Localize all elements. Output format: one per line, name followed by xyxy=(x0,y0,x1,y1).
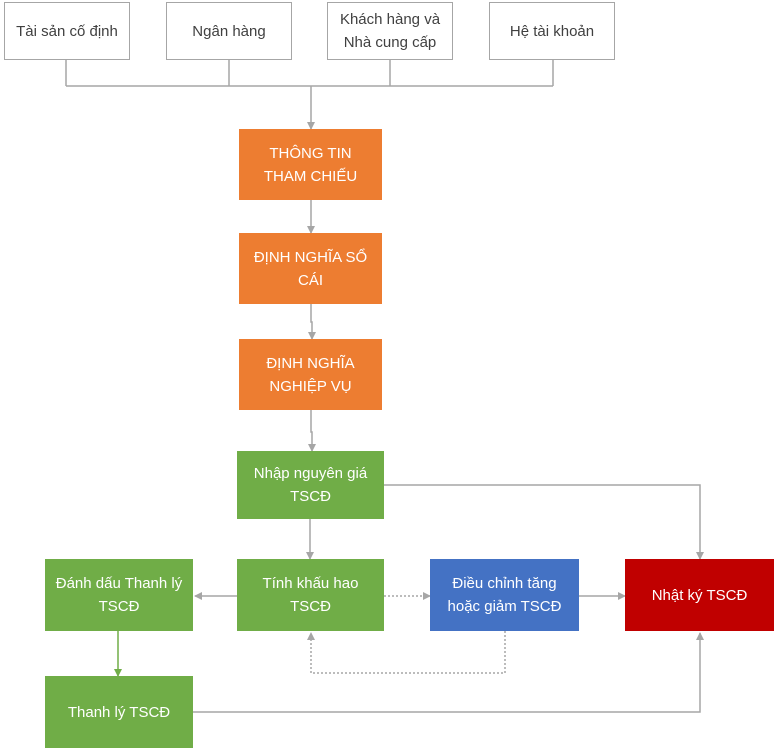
step-label-line1: Đánh dấu Thanh lý xyxy=(55,575,183,592)
step-label-line2: hoặc giảm TSCĐ xyxy=(447,598,562,615)
step-tinh-khau-hao: Tính khấu hao TSCĐ xyxy=(237,559,384,631)
step-label-line1: Nhập nguyên giá xyxy=(253,465,368,482)
step-label-line1: ĐỊNH NGHĨA xyxy=(266,354,355,372)
source-label: Ngân hàng xyxy=(192,22,266,40)
arrow-nhap-to-nhat-ky xyxy=(384,484,704,560)
dotted-arrow-dieu-chinh-to-tinh xyxy=(307,631,506,674)
step-thanh-ly: Thanh lý TSCĐ xyxy=(45,676,193,748)
arrow-thanh-ly-to-nhat-ky xyxy=(193,632,704,713)
step-label-line2: NGHIỆP VỤ xyxy=(269,377,352,395)
step-dieu-chinh: Điều chỉnh tăng hoặc giảm TSCĐ xyxy=(430,559,579,631)
arrow-to-nghiep-vu xyxy=(308,304,316,340)
source-label: Tài sản cố định xyxy=(16,22,118,40)
step-label-line1: ĐỊNH NGHĨA SỔ xyxy=(253,248,368,266)
source-label: Hệ tài khoản xyxy=(509,22,595,40)
step-label-line2: TSCĐ xyxy=(98,598,140,615)
step-label-line1: Điều chỉnh tăng xyxy=(452,575,557,592)
step-label-line1: Tính khấu hao xyxy=(262,575,359,592)
step-dinh-nghia-nghiep-vu: ĐỊNH NGHĨA NGHIỆP VỤ xyxy=(239,339,382,410)
step-thong-tin-tham-chieu: THÔNG TIN THAM CHIẾU xyxy=(239,129,382,200)
step-label-line1: THÔNG TIN xyxy=(269,144,352,162)
step-dinh-nghia-so-cai: ĐỊNH NGHĨA SỔ CÁI xyxy=(239,233,382,304)
step-nhat-ky: Nhật ký TSCĐ xyxy=(625,559,774,631)
step-label-line2: THAM CHIẾU xyxy=(263,167,358,185)
step-label-line2: TSCĐ xyxy=(290,488,331,505)
source-he-tai-khoan: Hệ tài khoản xyxy=(489,2,615,60)
step-label: Thanh lý TSCĐ xyxy=(67,703,171,721)
step-nhap-nguyen-gia: Nhập nguyên giá TSCĐ xyxy=(237,451,384,519)
source-tai-san-co-dinh: Tài sản cố định xyxy=(4,2,130,60)
step-label-line2: CÁI xyxy=(297,271,323,289)
source-label-line2: Nhà cung cấp xyxy=(343,34,437,51)
source-khach-hang-nha-cung-cap: Khách hàng và Nhà cung cấp xyxy=(327,2,453,60)
source-label-line1: Khách hàng và xyxy=(339,11,441,28)
step-label-line2: TSCĐ xyxy=(290,598,331,615)
step-danh-dau-thanh-ly: Đánh dấu Thanh lý TSCĐ xyxy=(45,559,193,631)
arrow-to-nhap-nguyen-gia xyxy=(308,410,316,452)
step-label: Nhật ký TSCĐ xyxy=(651,586,748,604)
source-ngan-hang: Ngân hàng xyxy=(166,2,292,60)
